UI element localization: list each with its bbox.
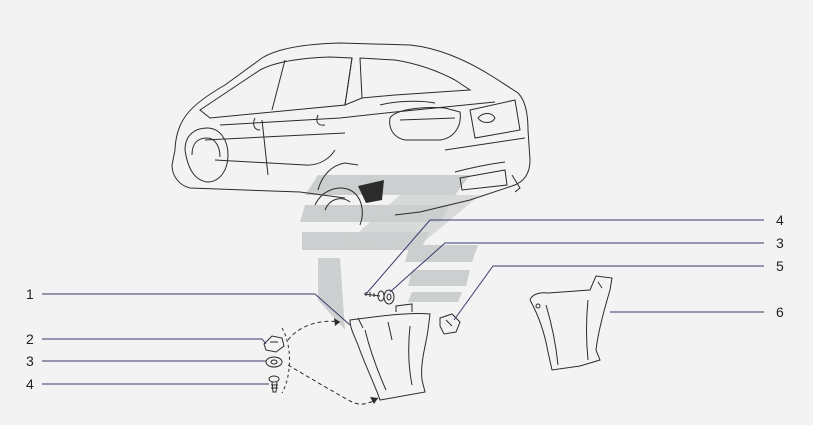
car-outline (171, 42, 531, 226)
assembly-arrows (287, 320, 379, 405)
part-3-washer-right (383, 289, 395, 305)
callout-label-3-left: 3 (26, 353, 34, 369)
part-6-mudflap (529, 275, 613, 371)
callout-label-4-left: 4 (26, 376, 34, 392)
arrow-head-lower (370, 397, 378, 404)
callout-label-6: 6 (776, 304, 784, 320)
arrow-head-upper (334, 318, 340, 326)
callout-label-5: 5 (776, 258, 784, 274)
part-3-washer (265, 356, 283, 368)
brand-logo-watermark (300, 175, 480, 330)
callout-label-2: 2 (26, 331, 34, 347)
part-4-screw (268, 375, 280, 393)
car-mudflap-location (358, 180, 384, 203)
part-1-mudflap (349, 303, 431, 401)
part-5-clip (439, 313, 461, 335)
leader-lines (42, 219, 764, 385)
part-2-clip (263, 335, 285, 353)
callout-label-3-right: 3 (776, 235, 784, 251)
callout-label-1: 1 (26, 286, 34, 302)
callout-label-4-right: 4 (776, 212, 784, 228)
bracket-curve (281, 327, 290, 394)
